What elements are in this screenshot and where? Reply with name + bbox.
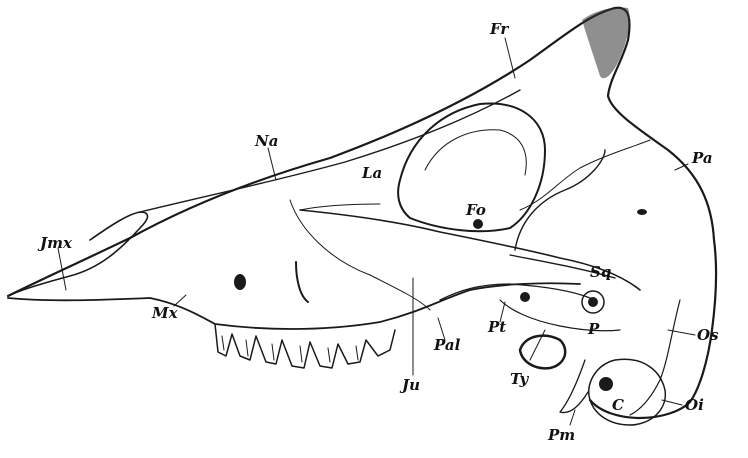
label-palatine: Pal [434,338,460,353]
tympanic-ring [520,336,565,369]
label-intermaxilla: Jmx [40,236,72,251]
label-maxilla: Mx [152,306,178,321]
label-periotic: P [588,322,599,337]
pterygoid [500,300,620,331]
label-nasal: Na [255,134,278,149]
label-tympanic: Ty [510,372,528,387]
auditory-meatus-inner [588,297,598,307]
label-condyle: C [612,398,624,413]
label-squamosal: Sq [590,265,611,280]
snout-upper-line [8,212,148,296]
zygomatic-arch [300,210,640,290]
infraorbital-foramen [234,274,246,290]
paroccipital-process [560,360,588,413]
label-jugal: Ju [402,378,420,393]
label-pterygoid: Pt [488,320,506,335]
pterygoid-foramen [520,292,530,302]
orbit-inner [425,130,526,175]
horn-boss [582,8,630,79]
mx-foramen-2 [296,262,308,302]
foramen-dot [473,219,483,229]
nasal-suture [300,204,380,210]
leader-lines [58,38,695,425]
label-exoccipital: Oi [685,398,704,413]
label-foramen-opticum: Fo [466,203,486,218]
label-parietal: Pa [692,151,713,166]
occipital-edge [630,300,680,415]
label-supraoccipital: Os [697,328,719,343]
parietal-foramen [637,209,647,215]
label-lacrimal: La [362,166,382,181]
teeth [215,324,395,368]
frontal-suture [520,140,650,210]
label-frontal: Fr [490,22,508,37]
condyle-foramen [599,377,613,391]
label-paroccipital: Pm [548,428,575,443]
temporal-fossa [515,150,605,250]
